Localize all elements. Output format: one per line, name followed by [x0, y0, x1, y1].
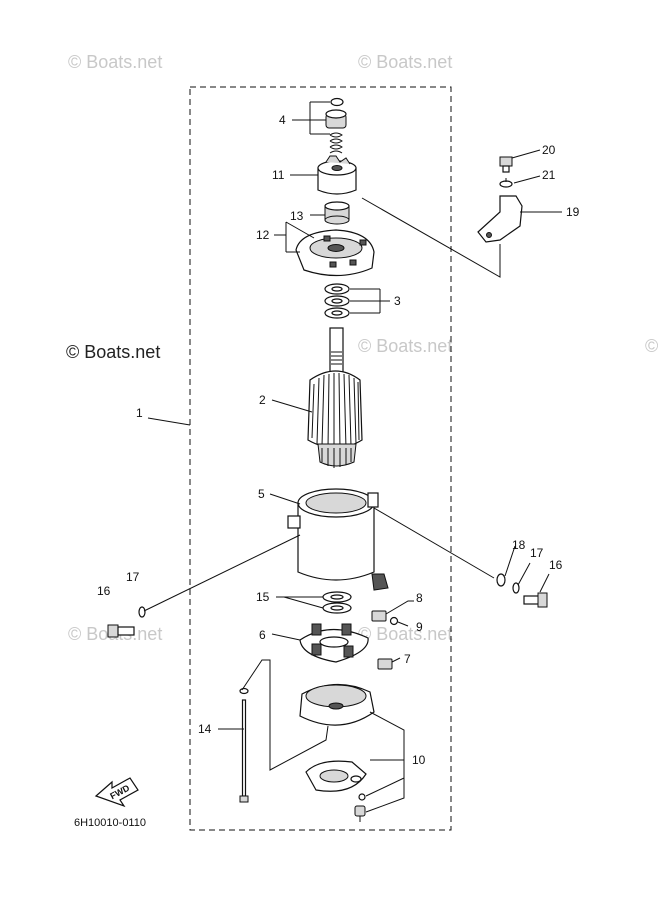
part-6-brush-holder: [299, 623, 369, 663]
callout-21: 21: [542, 168, 556, 182]
callout-16-right: 16: [549, 558, 563, 572]
callout-9: 9: [416, 620, 423, 634]
callout-5: 5: [258, 487, 265, 501]
watermark-layer: © Boats.net © Boats.net © Boats.net © Bo…: [66, 52, 661, 644]
part-14-through-bolt: [239, 687, 249, 803]
part-17-washer-left: [138, 606, 146, 618]
part-7-brush: [377, 658, 393, 670]
callout-2: 2: [259, 393, 266, 407]
callout-16-left: 16: [97, 584, 111, 598]
part-17-washer-right: [512, 582, 520, 594]
callout-17-right: 17: [530, 546, 544, 560]
callout-11: 11: [272, 168, 285, 182]
part-5-yoke: [287, 488, 389, 591]
part-15-washers: [322, 591, 352, 614]
callout-20: 20: [542, 143, 556, 157]
part-3-washers: [324, 283, 350, 319]
part-19-bracket: [477, 195, 523, 243]
part-16-bolt-right: [523, 592, 548, 608]
callout-15: 15: [256, 590, 270, 604]
part-13-bushing: [324, 201, 350, 225]
watermark: © Boats.net: [645, 336, 661, 356]
part-20-bolt: [499, 156, 513, 173]
watermark: © Boats.net: [358, 624, 452, 644]
callout-12: 12: [256, 228, 270, 242]
callout-8: 8: [416, 591, 423, 605]
callout-3: 3: [394, 294, 401, 308]
part-16-bolt-left: [107, 624, 135, 638]
watermark: © Boats.net: [358, 52, 452, 72]
part-8-brush: [371, 610, 387, 622]
leader-lines: [143, 101, 562, 813]
part-11-pinion-gear: [317, 155, 357, 195]
callout-18: 18: [512, 538, 526, 552]
watermark: © Boats.net: [68, 52, 162, 72]
part-4-pinion-stop-set: [325, 97, 347, 154]
fwd-arrow-icon: FWD: [94, 777, 139, 808]
watermark-dark: © Boats.net: [66, 342, 160, 362]
part-9-brush-spring: [389, 616, 399, 626]
part-12-front-bracket: [295, 229, 375, 277]
callout-17-left: 17: [126, 570, 140, 584]
diagram-code: 6H10010-0110: [74, 817, 146, 829]
callout-4: 4: [279, 113, 286, 127]
callout-6: 6: [259, 628, 266, 642]
callout-7: 7: [404, 652, 411, 666]
watermark: © Boats.net: [358, 336, 452, 356]
part-10-rear-bracket: [299, 683, 375, 822]
part-18-washer-right: [496, 573, 506, 587]
callout-numbers: 4 11 13 12 3 2 1 5 15 8 9 6 7 14 10 16 1…: [97, 113, 580, 767]
callout-14: 14: [198, 722, 212, 736]
callout-19: 19: [566, 205, 580, 219]
callout-1: 1: [136, 406, 143, 420]
callout-13: 13: [290, 209, 304, 223]
part-2-armature: [307, 327, 363, 468]
assembly-boundary: [189, 86, 452, 831]
callout-10: 10: [412, 753, 426, 767]
